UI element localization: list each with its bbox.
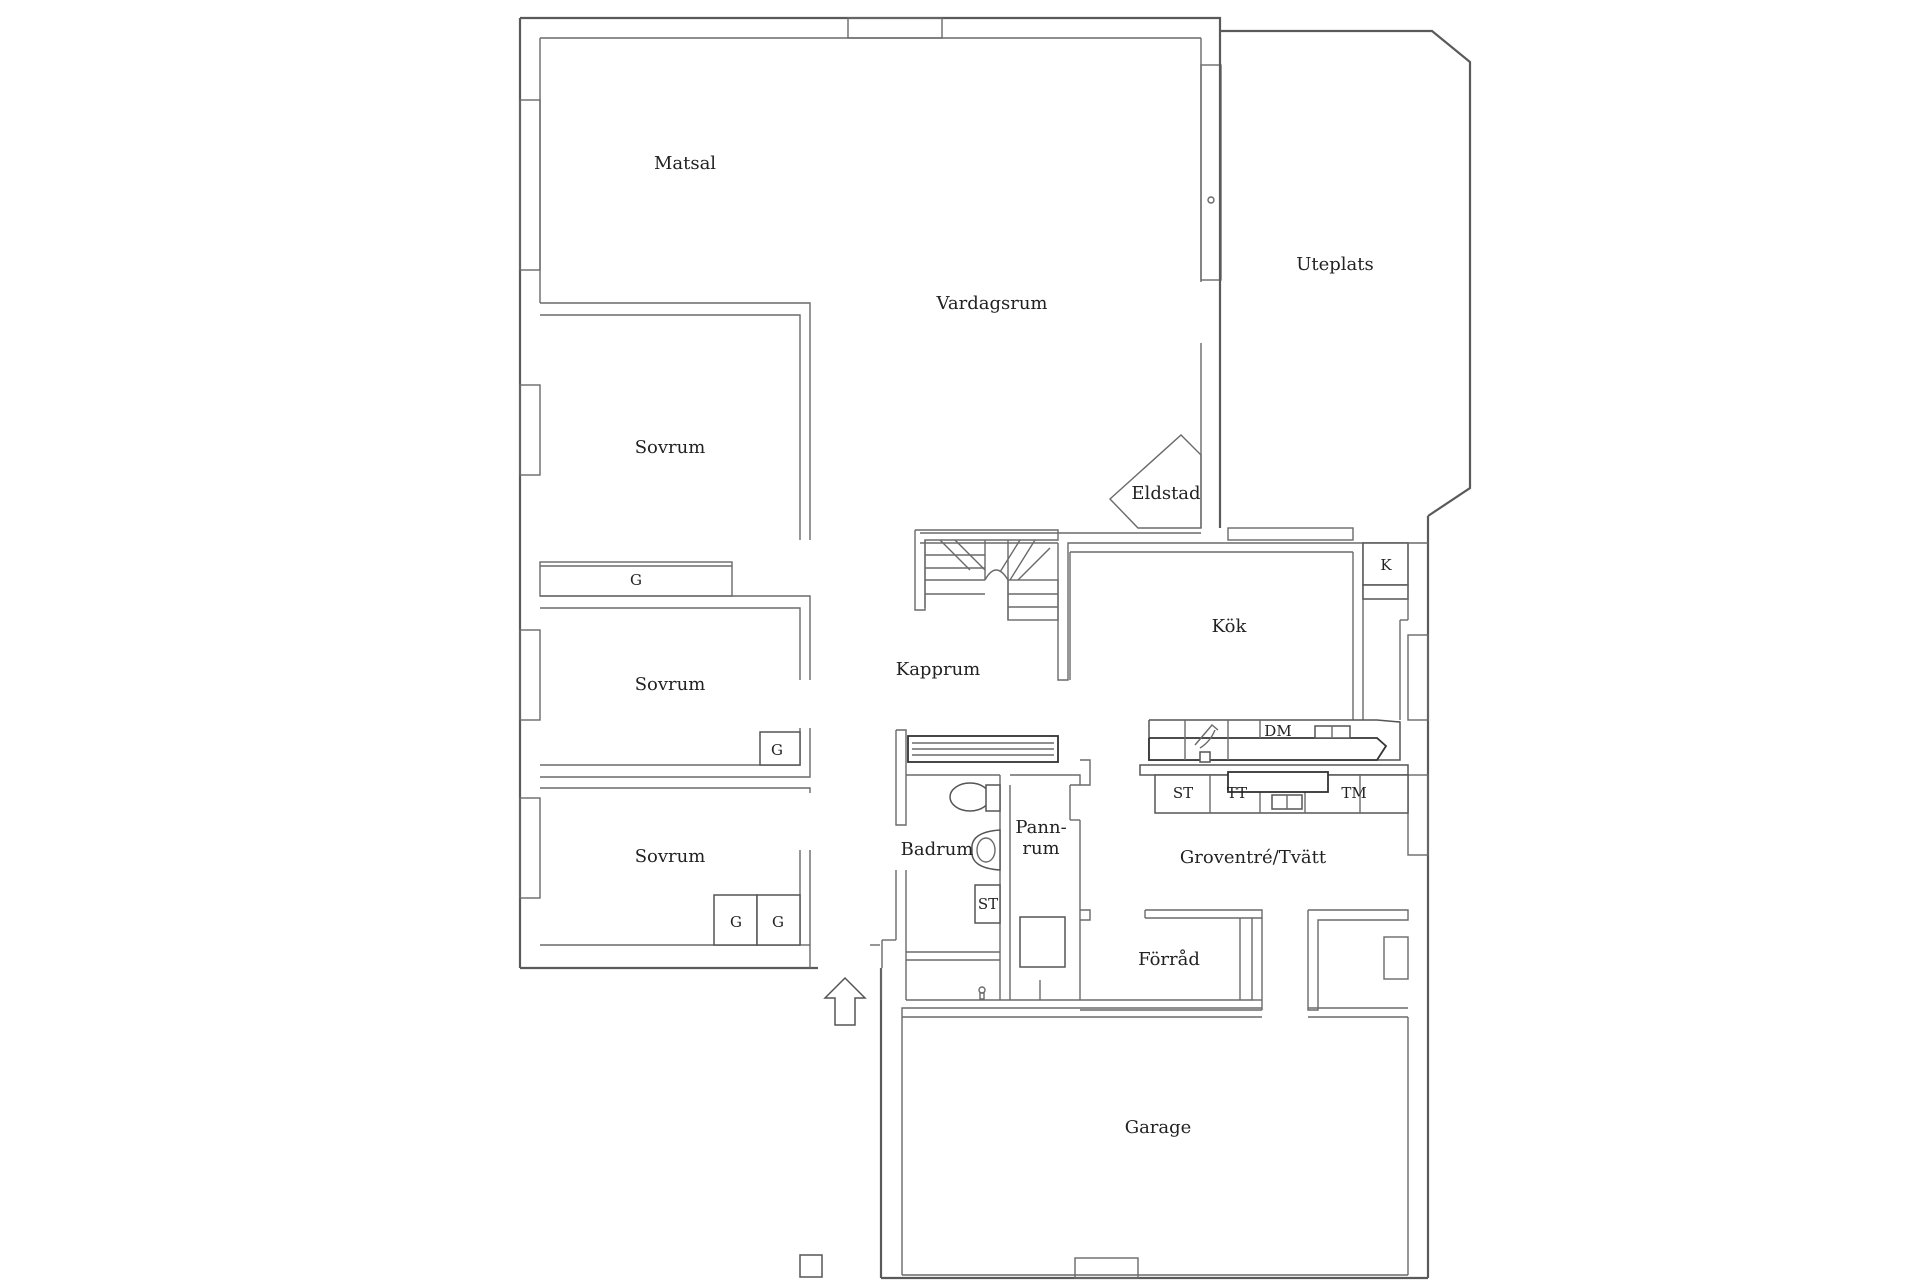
label-washing-machine: TM — [1341, 784, 1366, 802]
label-tumble-dryer: TT — [1227, 784, 1247, 802]
label-wardrobe-4: G — [772, 913, 784, 931]
staircase — [914, 529, 1059, 621]
label-sovrum-2: Sovrum — [635, 674, 706, 695]
label-pannrum-1: Pann- — [1015, 817, 1066, 838]
label-wardrobe-1: G — [630, 571, 642, 589]
label-fridge: K — [1380, 556, 1392, 574]
label-sovrum-1: Sovrum — [635, 437, 706, 458]
label-groventre: Groventré/Tvätt — [1180, 847, 1327, 868]
label-kapprum: Kapprum — [896, 659, 981, 680]
outer-walls — [518, 16, 1430, 1280]
label-uteplats: Uteplats — [1296, 254, 1374, 275]
wardrobes — [713, 731, 801, 946]
label-sovrum-3: Sovrum — [635, 846, 706, 867]
label-pannrum-2: rum — [1022, 838, 1059, 859]
label-forrad: Förråd — [1138, 948, 1200, 970]
label-kok: Kök — [1212, 616, 1248, 637]
entrance-arrow-icon — [823, 976, 867, 1026]
bathroom-fixtures — [907, 735, 1066, 1000]
label-vardagsrum: Vardagsrum — [936, 293, 1048, 314]
patio-outline — [1218, 29, 1472, 541]
label-badrum: Badrum — [901, 839, 974, 860]
laundry-counter — [1139, 764, 1409, 814]
label-wardrobe-2: G — [771, 741, 783, 759]
label-wardrobe-3: G — [730, 913, 742, 931]
outdoor-marker — [799, 1254, 823, 1278]
label-matsal: Matsal — [654, 153, 716, 174]
label-bath-cabinet: ST — [978, 895, 998, 913]
kitchen-counters — [1148, 542, 1409, 763]
interior-walls — [539, 302, 1428, 1018]
label-dryer-cabinet: ST — [1173, 784, 1193, 802]
room-labels: Matsal Vardagsrum Uteplats Sovrum Eldsta… — [635, 153, 1374, 1138]
label-garage: Garage — [1125, 1117, 1192, 1138]
fixture-labels: G G G G K DM ST TT TM ST — [630, 556, 1392, 931]
label-dishwasher: DM — [1264, 722, 1291, 740]
label-eldstad: Eldstad — [1131, 483, 1200, 504]
